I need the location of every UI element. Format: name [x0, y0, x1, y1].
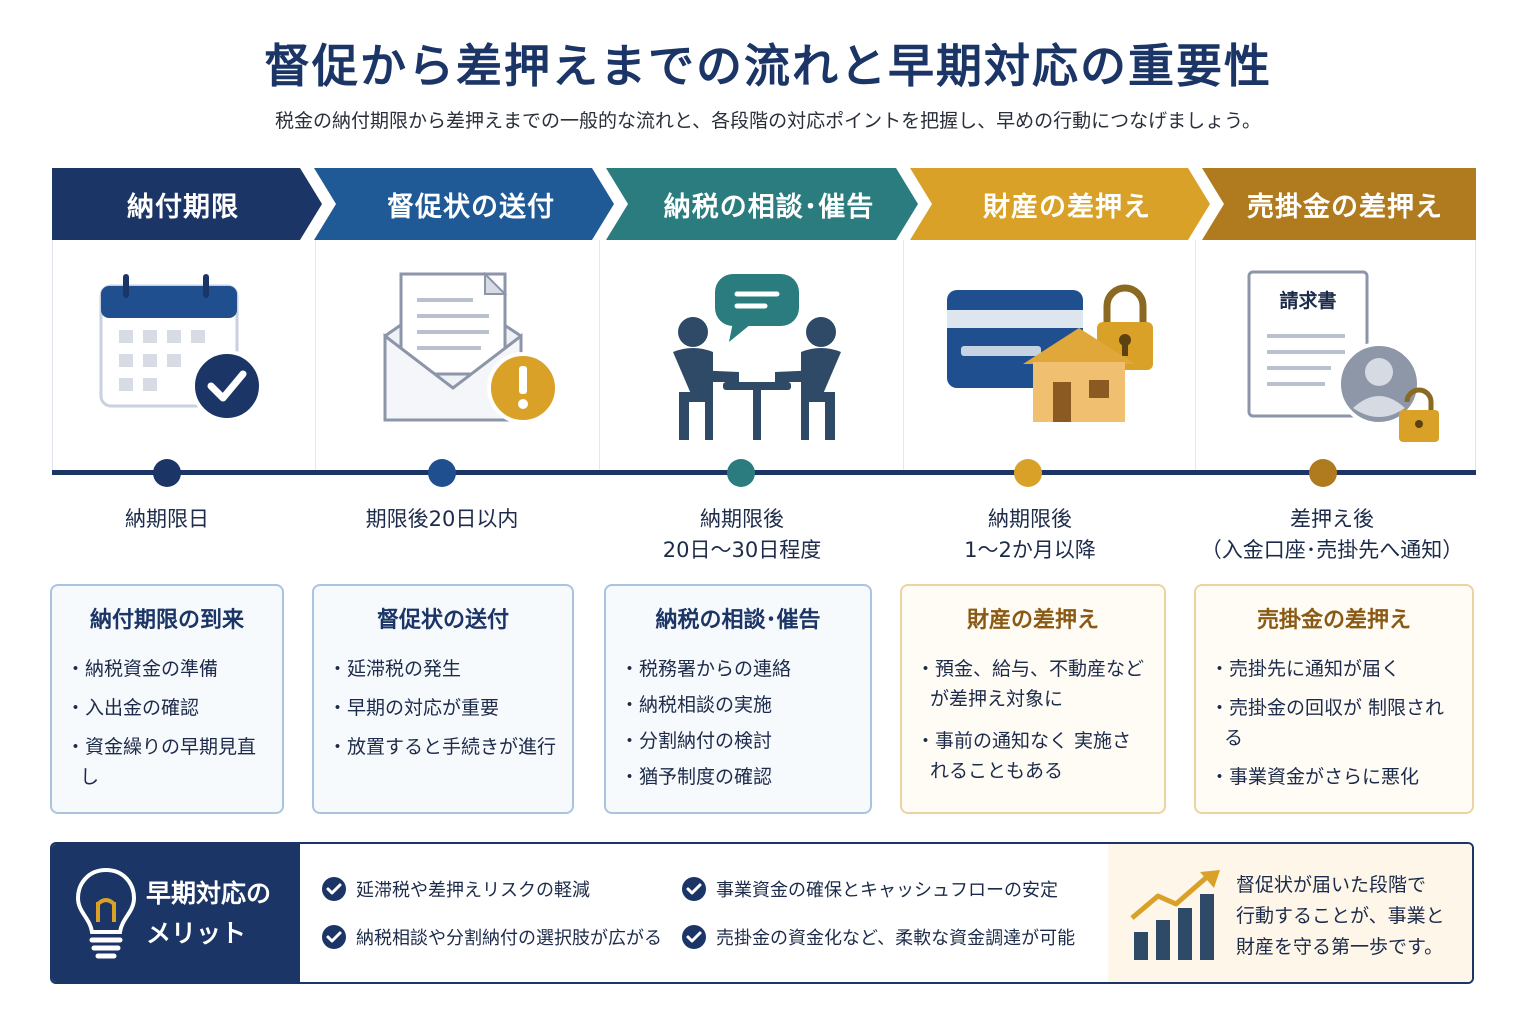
list-item: ・売掛金の回収が 制限される [1210, 697, 1445, 749]
card-title: 督促状の送付 [376, 608, 509, 633]
list-item: ・事業資金がさらに悪化 [1210, 766, 1420, 788]
timing-label-4: 納期限後 1～2か月以降 [964, 507, 1096, 562]
list-item: ・入出金の確認 [66, 697, 200, 719]
list-item: ・税務署からの連絡 [620, 658, 792, 680]
stage-chevrons [52, 168, 1476, 240]
chevron-stage-5 [1202, 168, 1476, 240]
check-circle-icon [682, 925, 706, 949]
timeline-line [52, 470, 1476, 475]
calendar-check-icon [99, 274, 263, 422]
envelope-warning-icon [383, 271, 559, 424]
stage-card-3: 納税の相談･催告 ・税務署からの連絡 ・納税相談の実施 ・分割納付の検討 ・猶予… [604, 584, 872, 814]
check-circle-icon [682, 877, 706, 901]
stage-header-2: 督促状の送付 [387, 191, 555, 223]
panel-divider [1195, 240, 1196, 472]
timeline-dot-2 [428, 459, 456, 487]
invoice-label: 請求書 [1279, 290, 1337, 312]
chevron-stage-4 [910, 168, 1210, 240]
check-circle-icon [322, 925, 346, 949]
stage-card-4: 財産の差押え ・預金、給与、不動産など が差押え対象に ・事前の通知なく 実施さ… [900, 584, 1166, 814]
list-item: ・早期の対応が重要 [328, 697, 500, 719]
list-item: ・猶予制度の確認 [620, 766, 773, 788]
consultation-icon [673, 274, 841, 440]
stage-header-4: 財産の差押え [983, 191, 1151, 223]
panel-divider [903, 240, 904, 472]
timeline-dot-4 [1014, 459, 1042, 487]
check-circle-icon [322, 877, 346, 901]
stage-card-1: 納付期限の到来 ・納税資金の準備 ・入出金の確認 ・資金繰りの早期見直し [50, 584, 284, 814]
list-item: ・放置すると手続きが進行 [328, 736, 557, 758]
growth-chart-icon [1130, 870, 1220, 960]
stage-header-1: 納付期限 [127, 191, 239, 223]
timing-label-2: 期限後20日以内 [365, 507, 519, 531]
merits-title-panel: 早期対応の メリット [52, 844, 300, 982]
merit-item-2: 事業資金の確保とキャッシュフローの安定 [682, 876, 1058, 902]
merit-item-3: 納税相談や分割納付の選択肢が広がる [322, 924, 662, 950]
list-item: ・納税資金の準備 [66, 658, 219, 680]
chevron-stage-1 [52, 168, 322, 240]
list-item: ・資金繰りの早期見直し [66, 736, 257, 788]
merits-box: 早期対応の メリット 延滞税や差押えリスクの軽減 事業資金の確保とキャッシュフロ… [50, 842, 1474, 984]
list-item: ・事前の通知なく 実施されることもある [916, 730, 1132, 782]
merit-item-1: 延滞税や差押えリスクの軽減 [322, 876, 590, 902]
timeline-dot-1 [153, 459, 181, 487]
stage-card-2: 督促状の送付 ・延滞税の発生 ・早期の対応が重要 ・放置すると手続きが進行 [312, 584, 574, 814]
invoice-lock-icon [1247, 270, 1439, 442]
page-subtitle: 税金の納付期限から差押えまでの一般的な流れと、各段階の対応ポイントを把握し、早め… [274, 110, 1262, 132]
list-item: ・分割納付の検討 [620, 730, 773, 752]
card-house-lock-icon [947, 284, 1153, 422]
list-item: ・納税相談の実施 [620, 694, 773, 716]
timeline-dot-3 [727, 459, 755, 487]
merit-item-4: 売掛金の資金化など、柔軟な資金調達が可能 [682, 924, 1075, 950]
chevron-stage-3 [606, 168, 918, 240]
card-title: 売掛金の差押え [1256, 608, 1411, 633]
timeline-dot-5 [1309, 459, 1337, 487]
merits-title: 早期対応の メリット [146, 879, 272, 948]
timing-label-3: 納期限後 20日～30日程度 [662, 507, 822, 562]
panel-divider [315, 240, 316, 472]
list-item: ・延滞税の発生 [328, 658, 462, 680]
card-title: 納付期限の到来 [89, 608, 244, 633]
timing-label-1: 納期限日 [125, 507, 209, 531]
stage-card-5: 売掛金の差押え ・売掛先に通知が届く ・売掛金の回収が 制限される ・事業資金が… [1194, 584, 1474, 814]
page-title: 督促から差押えまでの流れと早期対応の重要性 [264, 39, 1272, 93]
stage-header-row: 納付期限 督促状の送付 納税の相談･催告 財産の差押え 売掛金の差押え [52, 168, 1476, 240]
stage-header-5: 売掛金の差押え [1247, 191, 1443, 223]
message-panel: 督促状が届いた段階で 行動することが、事業と 財産を守る第一歩です。 [1108, 844, 1472, 982]
list-item: ・預金、給与、不動産など が差押え対象に [916, 658, 1145, 710]
timing-label-5: 差押え後 （入金口座･売掛先へ通知） [1200, 507, 1464, 562]
chevron-stage-2 [314, 168, 614, 240]
stage-header-3: 納税の相談･催告 [663, 191, 875, 223]
card-title: 納税の相談･催告 [655, 608, 821, 633]
lightbulb-icon [75, 867, 137, 959]
list-item: ・売掛先に通知が届く [1210, 658, 1401, 680]
icon-panel-area: 請求書 [52, 240, 1476, 472]
panel-divider [599, 240, 600, 472]
card-title: 財産の差押え [966, 608, 1099, 633]
message-text: 督促状が届いた段階で 行動することが、事業と 財産を守る第一歩です。 [1236, 874, 1445, 958]
